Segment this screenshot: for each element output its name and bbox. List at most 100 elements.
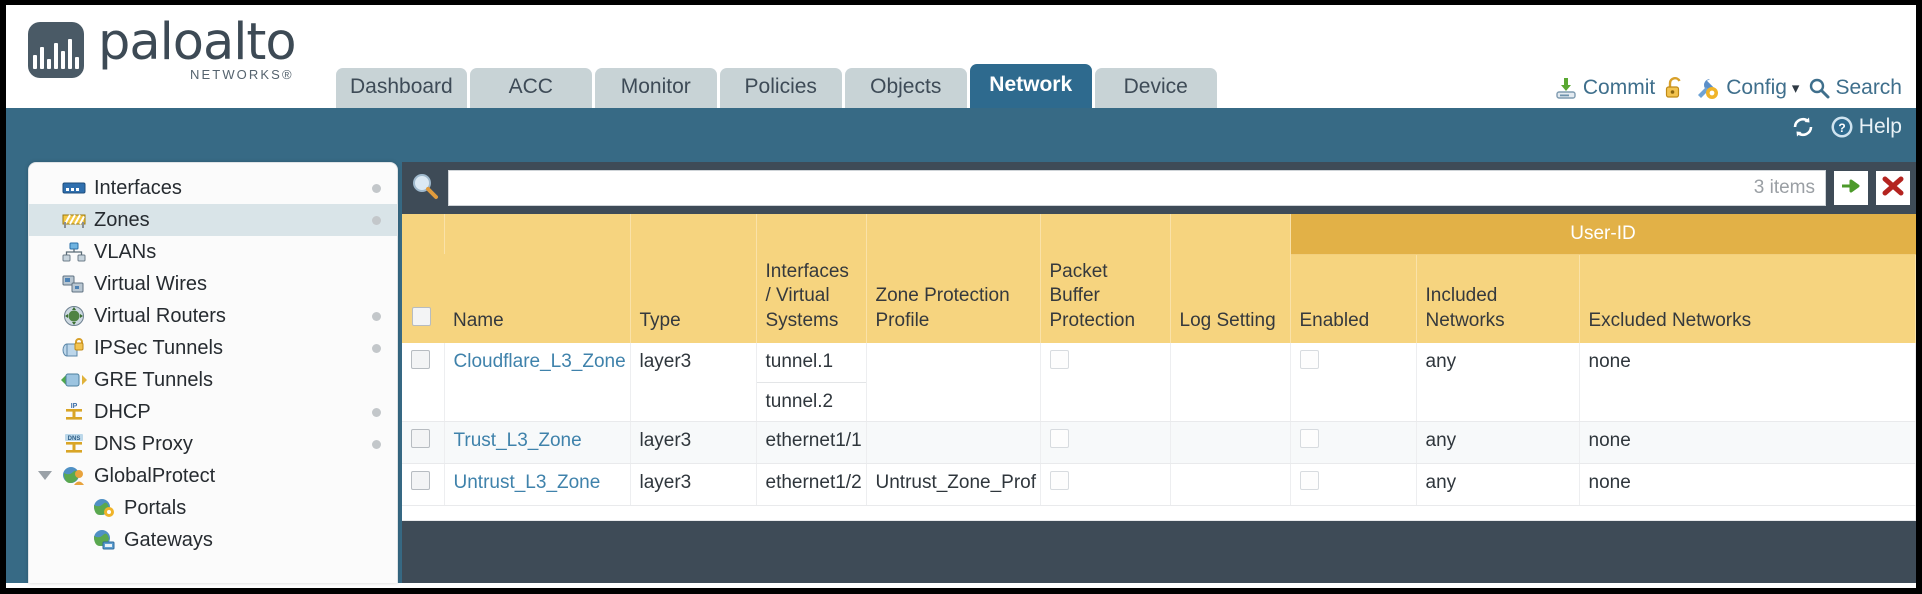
tab-network[interactable]: Network [969,64,1092,108]
apply-filter-button[interactable] [1834,171,1868,205]
cell-excluded-networks: none [1579,421,1916,464]
dhcp-icon: IP [61,401,87,423]
interface-entry: ethernet1/2 [765,472,862,493]
cell-name: Untrust_L3_Zone [444,463,631,506]
portals-icon [91,497,117,519]
ipsec-tunnels-icon [61,337,87,359]
table-header-row: Name Type Interfaces / Virtual Systems Z… [402,254,1916,343]
tab-policies[interactable]: Policies [719,68,842,108]
userid-enabled-checkbox[interactable] [1299,471,1319,490]
table-row[interactable]: Trust_L3_Zone layer3 ethernet1/1 any non… [402,421,1916,464]
row-checkbox[interactable] [411,471,430,490]
cell-interfaces: ethernet1/1 [756,421,867,464]
tab-monitor[interactable]: Monitor [594,68,717,108]
sidebar-item-dns-proxy[interactable]: DNS DNS Proxy [29,428,397,460]
sidebar-item-label: Portals [124,496,187,519]
search-label: Search [1835,76,1902,99]
svg-text:?: ? [1838,121,1845,135]
cell-name: Cloudflare_L3_Zone [444,342,631,423]
column-header-included-networks[interactable]: Included Networks [1416,254,1580,343]
sidebar-item-globalprotect[interactable]: GlobalProtect [29,460,397,492]
cell-userid-enabled [1290,421,1417,464]
zone-link[interactable]: Trust_L3_Zone [453,430,582,452]
sidebar-item-virtual-routers[interactable]: Virtual Routers [29,300,397,332]
sidebar-item-label: Virtual Wires [94,272,207,295]
sidebar-item-virtual-wires[interactable]: Virtual Wires [29,268,397,300]
packet-buffer-checkbox[interactable] [1049,429,1069,449]
status-dot [372,216,381,225]
column-header-name[interactable]: Name [444,254,631,343]
zones-panel: 3 items [402,162,1916,583]
userid-enabled-checkbox[interactable] [1299,349,1319,369]
cell-zone-protection-profile: Untrust_Zone_Prof [866,463,1041,506]
column-header-zone-protection-profile[interactable]: Zone Protection Profile [866,254,1041,343]
search-button[interactable]: Search [1808,76,1902,100]
sidebar-item-zones[interactable]: Zones [29,204,397,236]
cell-log-setting [1170,342,1291,423]
column-header-type[interactable]: Type [630,254,757,343]
filter-bar: 3 items [402,162,1916,214]
tab-dashboard[interactable]: Dashboard [336,68,467,108]
table-row[interactable]: Untrust_L3_Zone layer3 ethernet1/2 Untru… [402,463,1916,506]
header-actions: Commit [1554,76,1902,100]
gre-tunnels-icon [61,369,87,391]
brand-subtitle: NETWORKS® [190,67,294,82]
column-header-log-setting[interactable]: Log Setting [1170,254,1291,343]
sidebar-item-interfaces[interactable]: Interfaces [29,172,397,204]
chevron-down-icon: ▾ [1791,80,1800,97]
paloalto-logo-icon [28,21,84,78]
clear-filter-button[interactable] [1876,171,1910,205]
commit-button[interactable]: Commit [1554,76,1655,100]
unlock-icon [1664,76,1686,100]
lock-button[interactable] [1664,76,1686,100]
sidebar-item-label: IPSec Tunnels [94,336,223,359]
zone-link[interactable]: Untrust_L3_Zone [453,472,601,493]
sidebar-item-dhcp[interactable]: IP DHCP [29,396,397,428]
cell-packet-buffer-protection [1040,463,1171,506]
packet-buffer-checkbox[interactable] [1049,349,1069,369]
cell-type: layer3 [630,421,757,464]
select-all-header [402,254,444,343]
help-button[interactable]: ? Help [1830,115,1902,139]
cell-interfaces: ethernet1/2 [756,463,867,506]
status-dot [372,184,381,193]
config-label: Config [1726,76,1787,99]
dns-proxy-icon: DNS [61,433,87,455]
search-icon [1808,77,1830,99]
table-group-header-row: User-ID [402,214,1916,255]
sidebar-item-vlans[interactable]: VLANs [29,236,397,268]
userid-enabled-checkbox[interactable] [1299,429,1319,449]
sidebar-item-portals[interactable]: Portals [29,492,397,524]
packet-buffer-checkbox[interactable] [1049,471,1069,490]
cell-userid-enabled [1290,463,1417,506]
tab-device[interactable]: Device [1094,68,1217,108]
column-header-excluded-networks[interactable]: Excluded Networks [1579,254,1916,343]
cell-packet-buffer-protection [1040,421,1171,464]
sidebar-item-label: Zones [94,208,150,231]
sidebar-item-gateways[interactable]: Gateways [29,524,397,556]
sidebar-item-label: Interfaces [94,176,182,199]
config-menu[interactable]: Config ▾ [1695,76,1799,100]
sidebar-item-gre-tunnels[interactable]: GRE Tunnels [29,364,397,396]
cell-name: Trust_L3_Zone [444,421,631,464]
tab-acc[interactable]: ACC [469,68,592,108]
help-label: Help [1858,115,1902,138]
search-input[interactable]: 3 items [448,170,1826,206]
row-checkbox[interactable] [411,429,430,449]
table-row[interactable]: Cloudflare_L3_Zone layer3 tunnel.1 tunne… [402,342,1916,423]
page-body: Interfaces Zones VLANs Vir [6,162,1916,583]
tab-objects[interactable]: Objects [844,68,967,108]
cell-log-setting [1170,463,1291,506]
chevron-down-icon[interactable] [38,471,52,480]
gateways-icon [91,529,117,551]
sidebar-item-ipsec-tunnels[interactable]: IPSec Tunnels [29,332,397,364]
cell-interfaces: tunnel.1 tunnel.2 [756,342,867,423]
row-checkbox[interactable] [411,349,430,369]
column-header-interfaces[interactable]: Interfaces / Virtual Systems [756,254,867,343]
column-header-packet-buffer-protection[interactable]: Packet Buffer Protection [1040,254,1171,343]
brand-logo: paloalto NETWORKS® [28,17,297,82]
select-all-checkbox[interactable] [412,306,431,326]
column-header-enabled[interactable]: Enabled [1290,254,1417,343]
refresh-button[interactable] [1790,115,1816,139]
zone-link[interactable]: Cloudflare_L3_Zone [453,350,626,372]
